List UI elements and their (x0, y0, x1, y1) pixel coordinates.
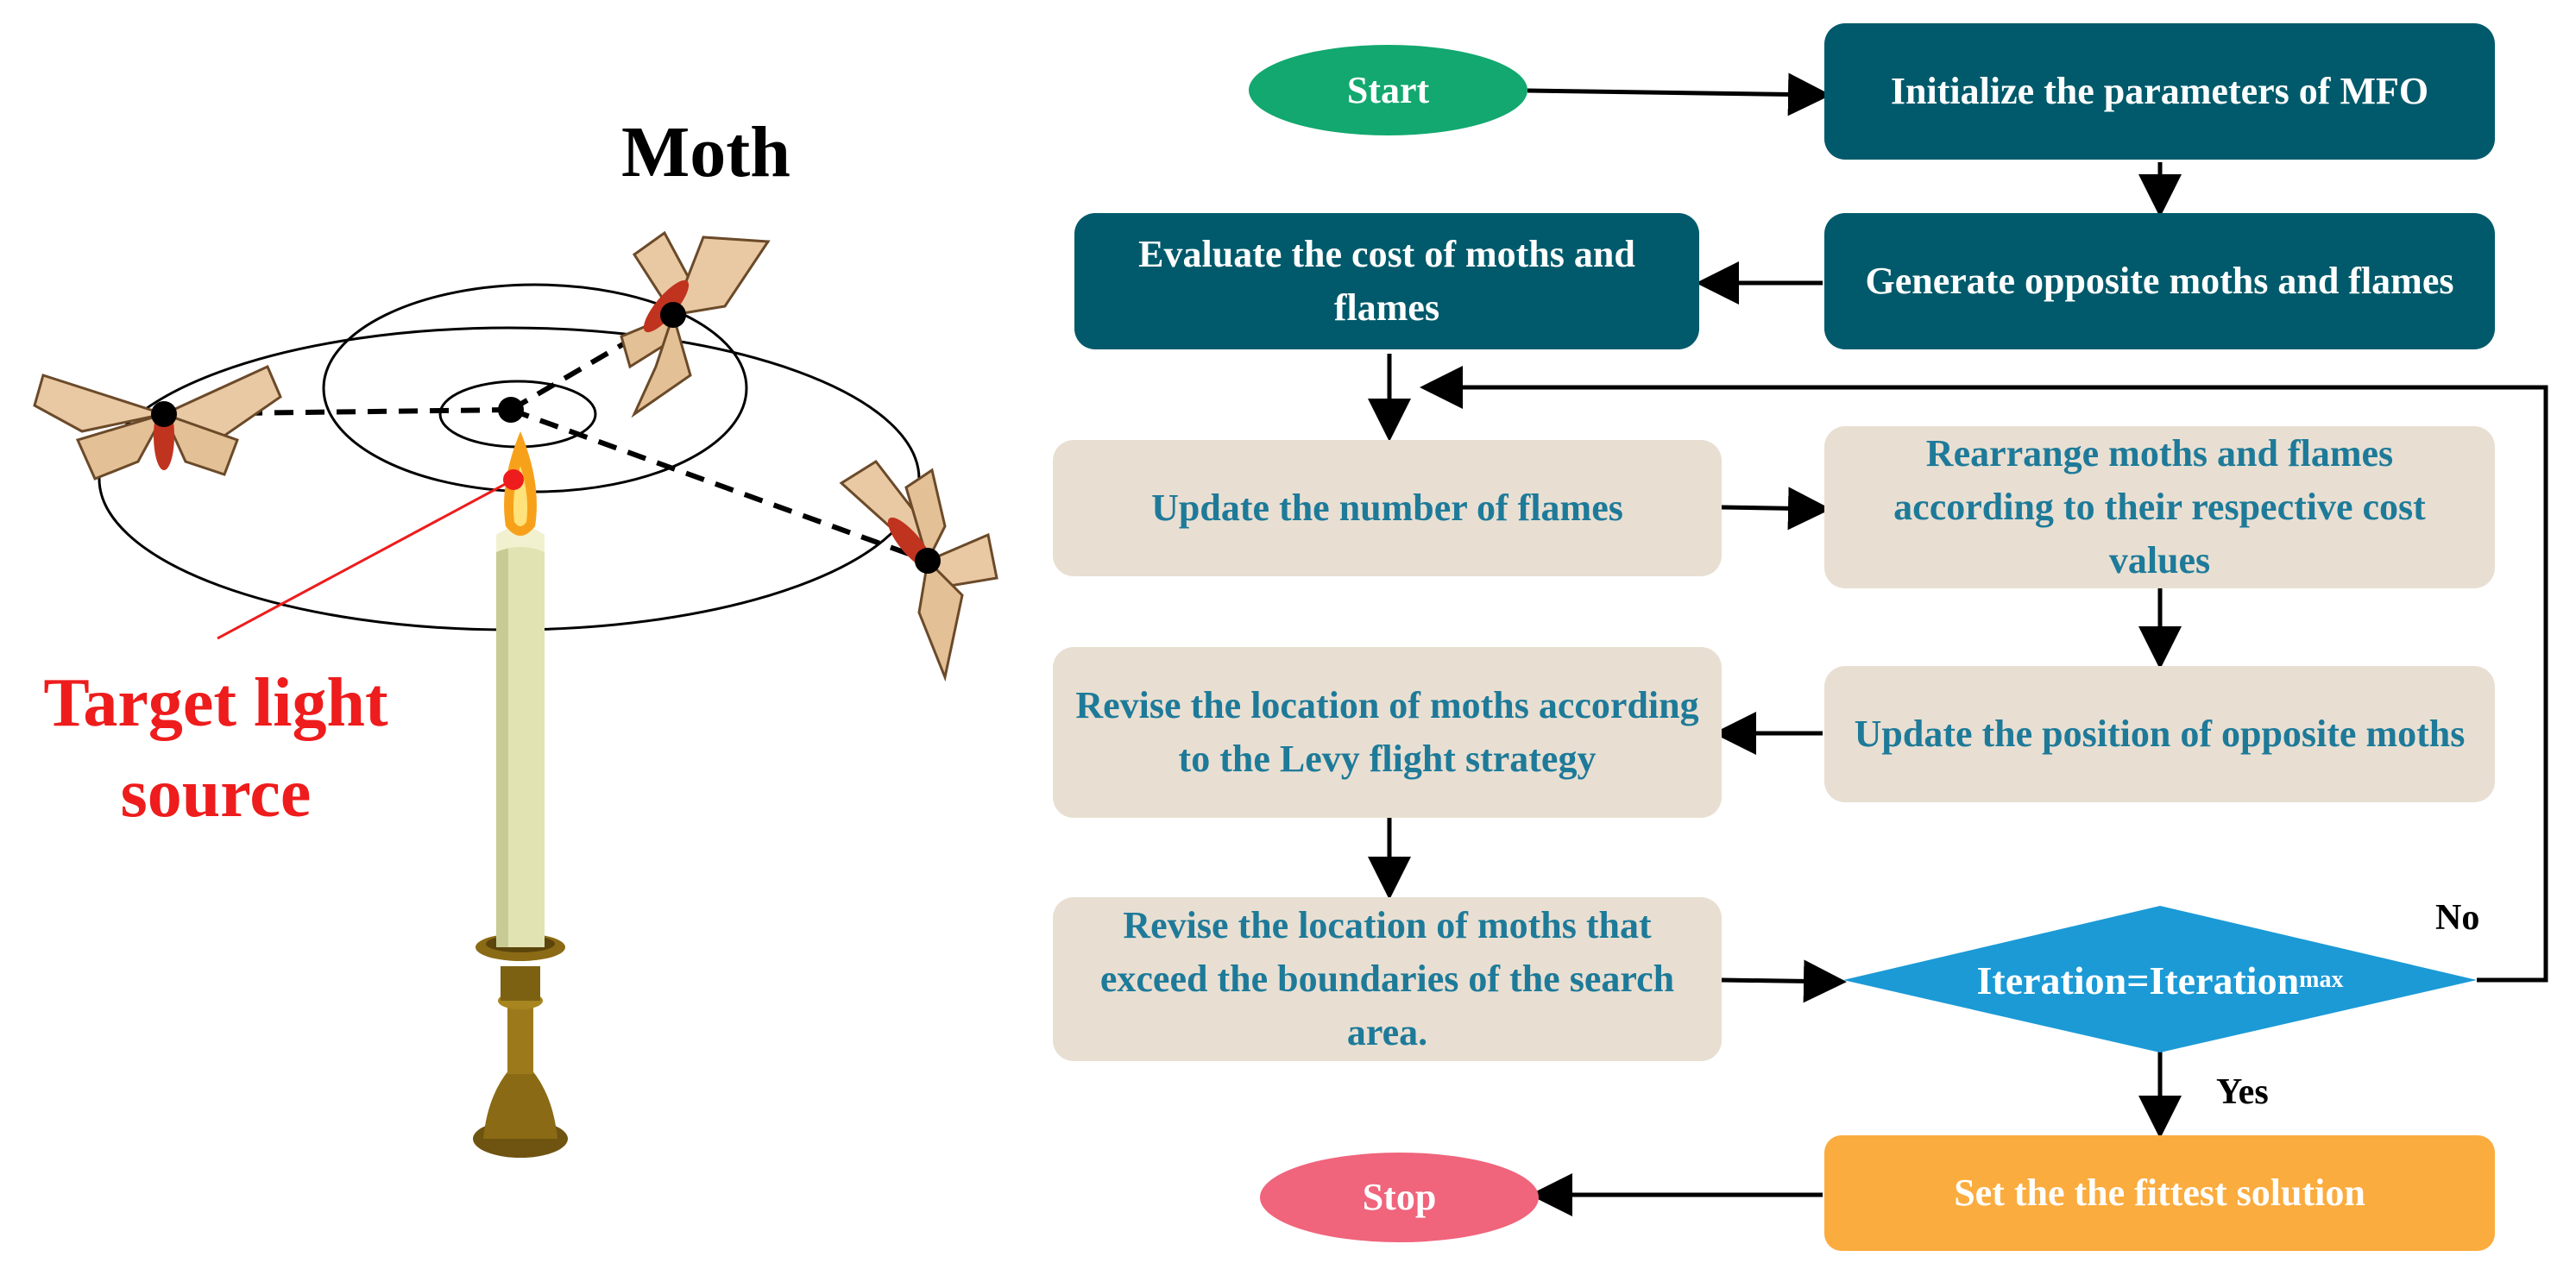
decision-diamond (1843, 906, 2477, 1052)
generate-opposite-box: Generate opposite moths and flames (1824, 213, 2495, 349)
arrow-flames-rearrange (1721, 487, 1831, 531)
evaluate-cost-box: Evaluate the cost of moths and flames (1074, 213, 1699, 349)
target-label-line1: Target light (43, 665, 388, 741)
moth-label: Moth (621, 112, 790, 192)
fittest-solution-box: Set the the fittest solution (1824, 1135, 2495, 1251)
revise-levy-box: Revise the location of moths according t… (1053, 647, 1722, 818)
moth-right (839, 460, 998, 682)
moth-illustration (33, 230, 998, 1158)
dash-right (509, 407, 929, 563)
revise-bounds-box: Revise the location of moths that exceed… (1053, 897, 1722, 1061)
candle (473, 431, 568, 1158)
no-label: No (2435, 898, 2480, 938)
rearrange-box: Rearrange moths and flames according to … (1824, 426, 2495, 588)
yes-label: Yes (2216, 1072, 2269, 1112)
target-label-line2: source (120, 756, 312, 832)
center-point (498, 397, 524, 423)
start-terminal: Start (1249, 45, 1527, 135)
arrow-no-loop (1420, 366, 2548, 983)
moth-top (620, 230, 771, 418)
target-pointer (217, 478, 514, 640)
arrow-bounds-decision (1721, 959, 1847, 1003)
moth-left (33, 364, 282, 481)
update-flames-box: Update the number of flames (1053, 440, 1722, 576)
stop-terminal: Stop (1260, 1153, 1539, 1242)
init-parameters-box: Initialize the parameters of MFO (1824, 23, 2495, 160)
arrow-start-init (1527, 72, 1831, 116)
update-position-box: Update the position of opposite moths (1824, 666, 2495, 802)
